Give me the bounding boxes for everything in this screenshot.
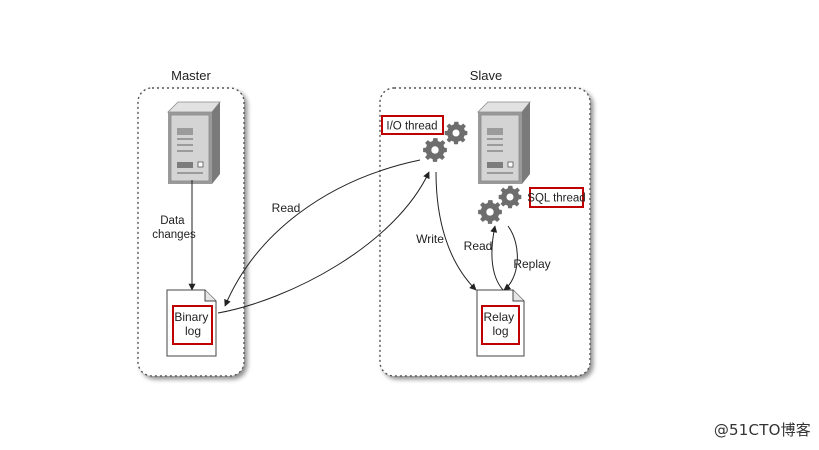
watermark-text: @51CTO博客 [713, 421, 811, 439]
sql-thread-highlight-box [529, 187, 584, 208]
binary-log-highlight-box [172, 305, 213, 345]
io-thread-highlight-box [381, 115, 444, 135]
write-label: Write [416, 232, 444, 246]
read-relay-label: Read [464, 239, 493, 253]
replay-label: Replay [513, 257, 550, 271]
read-relay-arrow [490, 225, 504, 291]
read-binlog-return-arrow [217, 171, 430, 314]
master-section: Master Data changes Binary log [137, 68, 245, 377]
relay-log-highlight-box [481, 305, 520, 345]
slave-section: Slave I/O thread SQL thread Relay log [379, 68, 591, 377]
replay-arrow [503, 225, 518, 291]
data-changes-label: Data changes [152, 215, 196, 241]
master-title: Master [171, 68, 211, 83]
relay-log-document-icon: Relay log [476, 289, 525, 357]
slave-server-icon [477, 101, 531, 185]
relay-log-label: Relay log [483, 310, 517, 338]
io-thread-label: I/O thread [386, 121, 437, 133]
master-server-icon [167, 101, 221, 185]
slave-dotted-border [379, 87, 591, 377]
read-binlog-request-arrow [224, 159, 421, 307]
binary-log-document-icon: Binary log [166, 289, 217, 357]
slave-title: Slave [470, 68, 503, 83]
write-arrow [435, 171, 477, 291]
binary-log-label: Binary log [174, 310, 211, 338]
sql-thread-label: SQL thread [527, 193, 585, 205]
read-binlog-label: Read [272, 201, 301, 215]
